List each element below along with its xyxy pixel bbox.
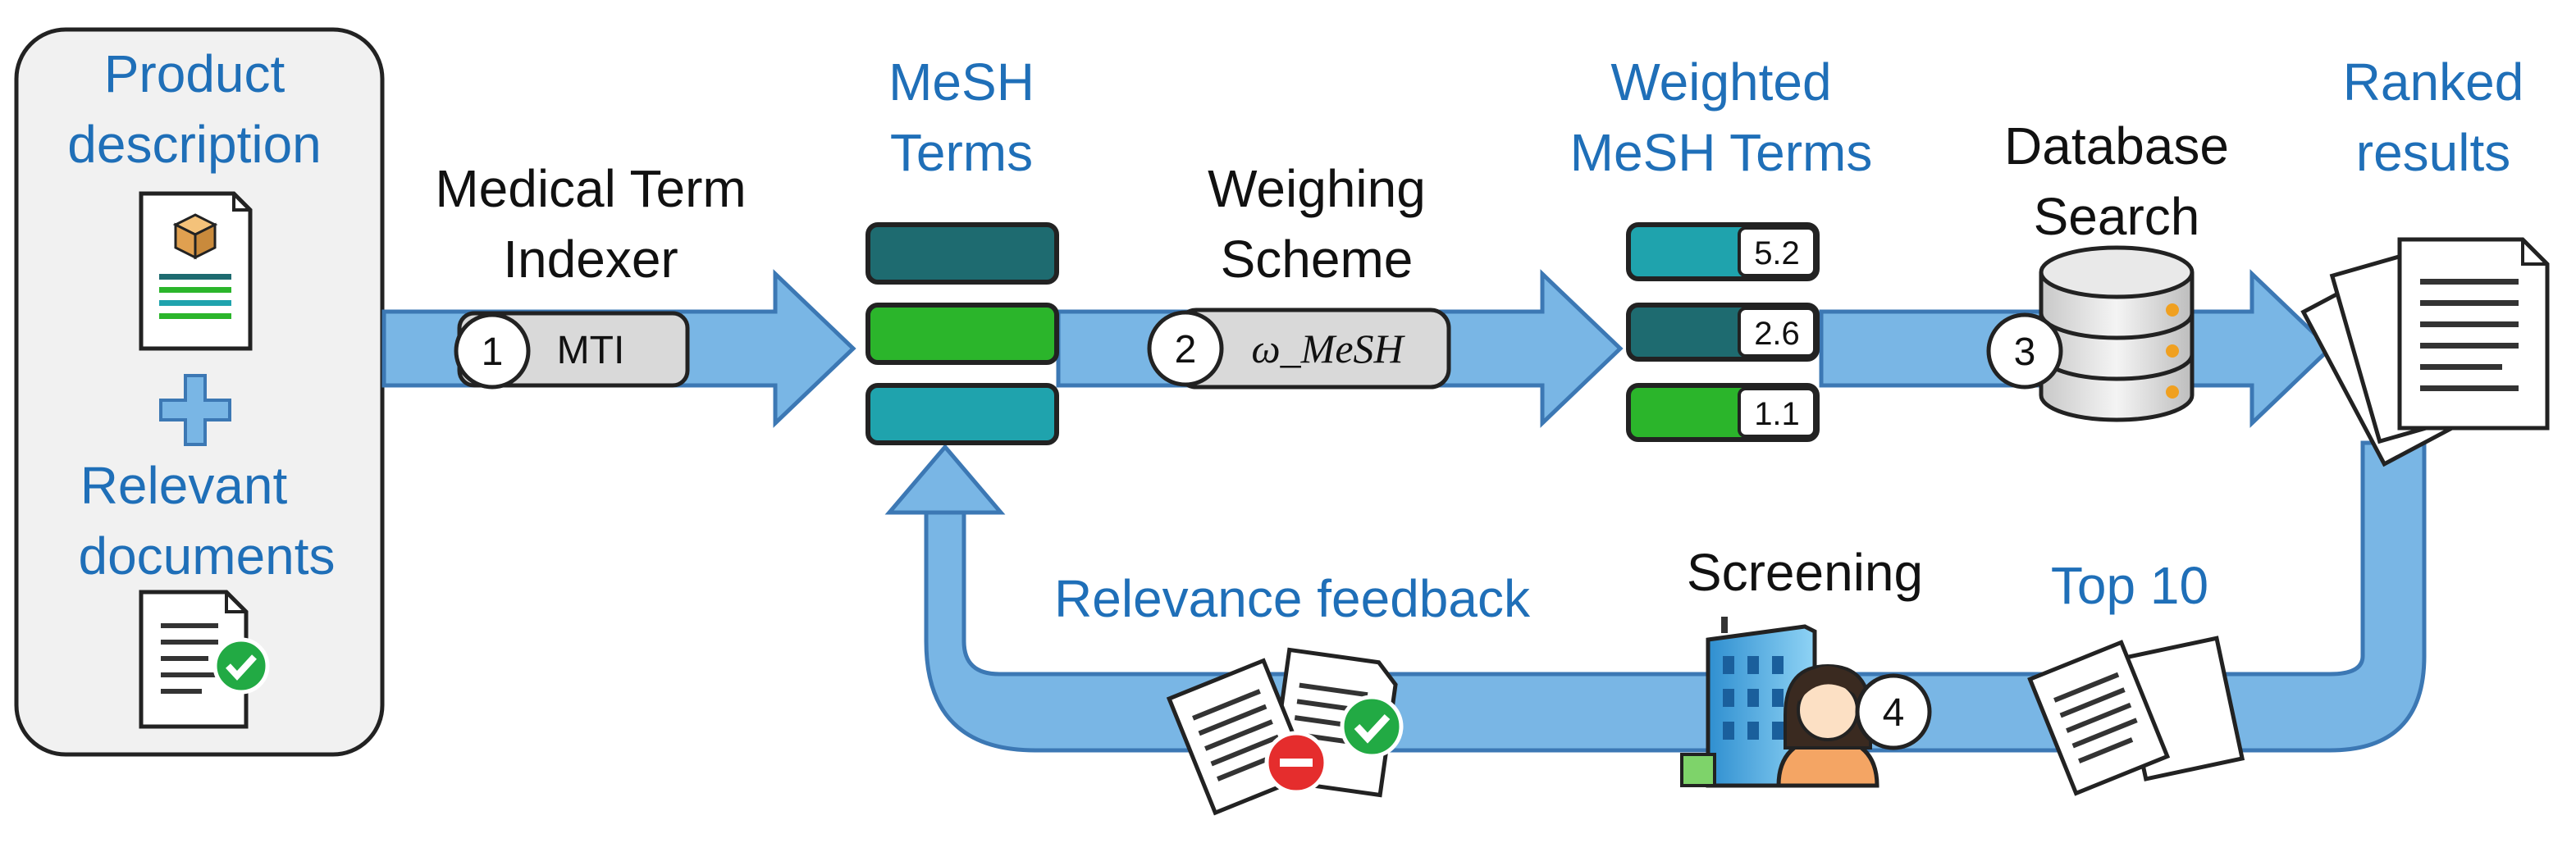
weighted-term-value-1: 5.2: [1754, 235, 1800, 271]
weighted-label-line1: Weighted: [1610, 52, 1831, 112]
step1-title-line2: Indexer: [503, 230, 678, 289]
step3-number: 3: [2014, 330, 2036, 374]
feedback-loop-band: [884, 440, 2427, 753]
step2-title-line1: Weighing: [1208, 159, 1426, 218]
ranked-documents-icon: [2300, 237, 2550, 467]
weighted-term-row-3: 1.1: [1626, 383, 1820, 442]
step4-number: 4: [1883, 691, 1905, 735]
mesh-term-bar-1: [866, 222, 1059, 285]
step3-number-badge: 3: [1986, 312, 2063, 390]
box-icon: [172, 213, 218, 260]
database-icon: [2039, 245, 2195, 422]
ranked-label-line1: Ranked: [2343, 52, 2524, 112]
weighted-term-value-3: 1.1: [1754, 396, 1800, 432]
step4-number-badge: 4: [1855, 673, 1932, 750]
step2-number-badge: 2: [1147, 310, 1224, 387]
product-label-line1: Product: [104, 44, 285, 103]
weighted-term-value-2: 2.6: [1754, 316, 1800, 352]
weighted-term-row-2: 2.6: [1626, 303, 1820, 362]
step1-title-line1: Medical Term: [435, 159, 746, 218]
step3-title-line2: Search: [2034, 187, 2200, 246]
product-document-icon: [139, 191, 253, 351]
step2-pill-text: ω_MeSH: [1251, 326, 1405, 371]
feedback-documents-icon: [1166, 647, 1404, 816]
top10-label: Top 10: [2051, 556, 2208, 615]
mesh-term-bars: [866, 222, 1059, 445]
step3-title-line1: Database: [2004, 116, 2229, 175]
relevant-label-line1: Relevant: [80, 456, 288, 515]
mesh-term-bar-2: [866, 303, 1059, 365]
weighted-term-bars: 5.2 2.6 1.1: [1626, 222, 1820, 442]
plus-icon: [159, 374, 231, 446]
ranked-label-line2: results: [2356, 123, 2511, 182]
mesh-term-bar-3: [866, 383, 1059, 445]
feedback-label: Relevance feedback: [1054, 569, 1531, 628]
step1-number: 1: [482, 330, 504, 374]
weighted-term-row-1: 5.2: [1626, 222, 1820, 281]
step1-pill-text: MTI: [557, 329, 625, 372]
mesh-terms-label-line2: Terms: [890, 123, 1033, 182]
step4-title: Screening: [1687, 543, 1923, 602]
check-icon: [1340, 695, 1404, 759]
relevant-document-icon: [139, 590, 270, 729]
weighted-label-line2: MeSH Terms: [1570, 123, 1873, 182]
top10-documents-icon: [2027, 636, 2245, 796]
relevant-label-line2: documents: [78, 526, 335, 586]
step1-number-badge: 1: [454, 312, 531, 390]
input-box: Product description Relevant documents: [14, 27, 385, 757]
mesh-terms-label-line1: MeSH: [888, 52, 1035, 112]
minus-icon: [1264, 731, 1328, 795]
step2-pill: ω_MeSH: [1176, 308, 1451, 390]
step2-number: 2: [1175, 328, 1197, 371]
check-icon: [212, 637, 270, 695]
step2-title-line2: Scheme: [1221, 230, 1414, 289]
product-label-line2: description: [67, 115, 322, 174]
screener-person-icon: [1776, 663, 1879, 788]
